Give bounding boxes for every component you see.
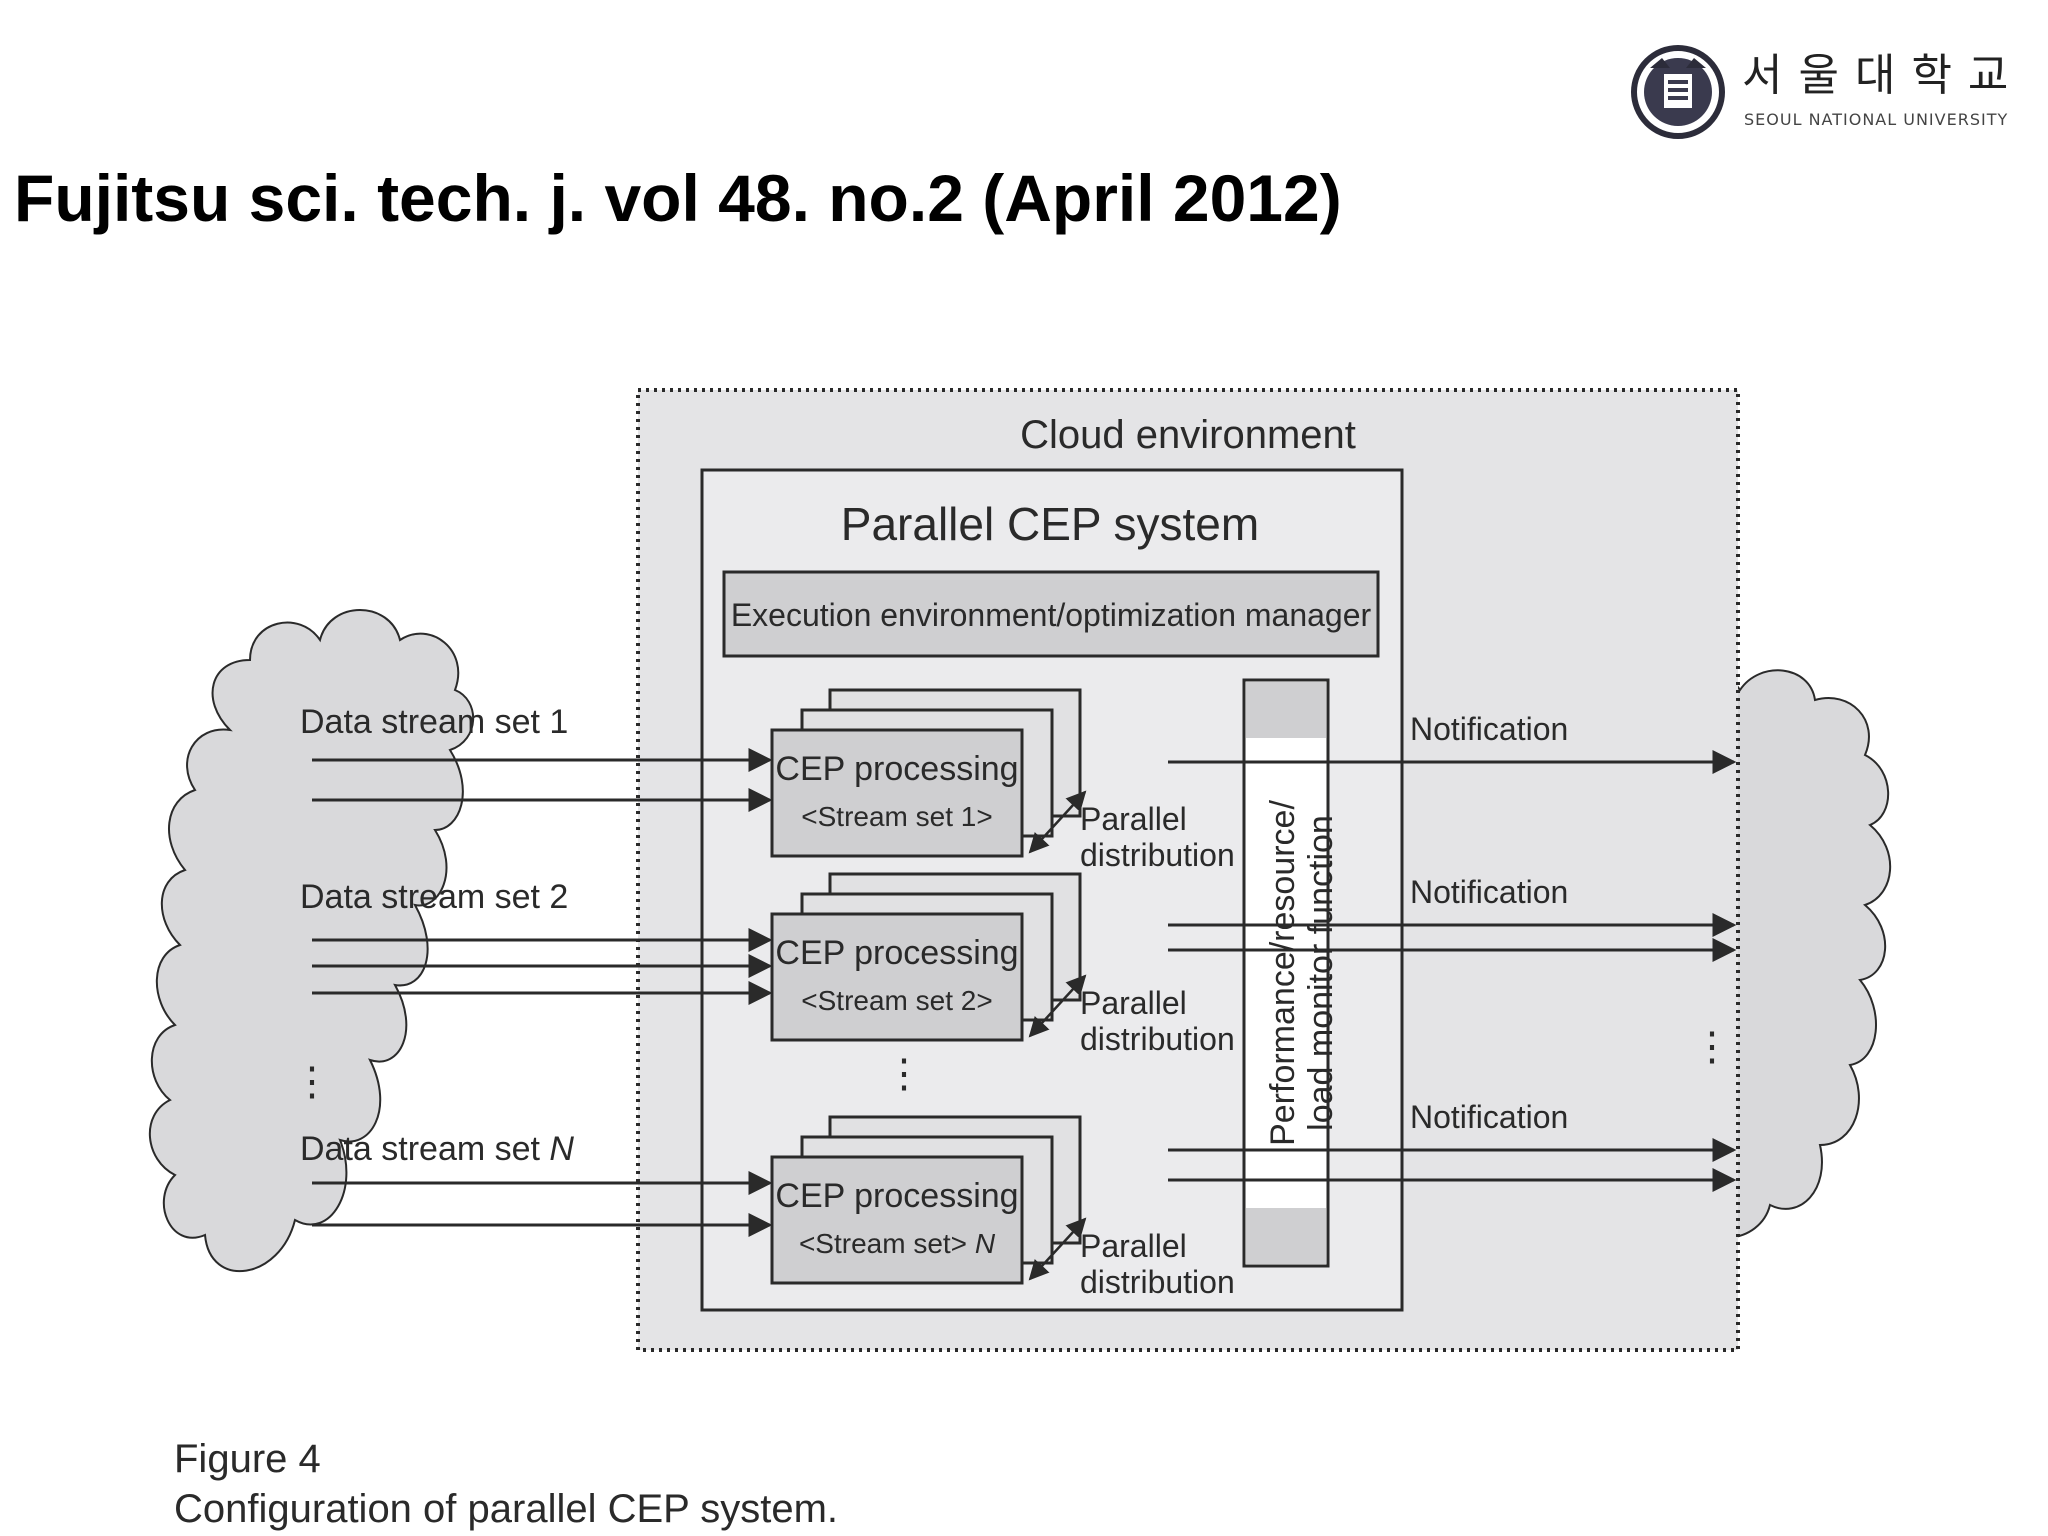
parallel-distribution-arrow — [1028, 974, 1087, 1038]
notification-label: Notification — [1410, 874, 1568, 910]
notification-label: Notification — [1410, 1099, 1568, 1135]
parallel-distribution-label: Parallel — [1080, 985, 1187, 1021]
left-cloud-ellipsis: ⋮ — [292, 1060, 332, 1104]
monitor-label-line2: load monitor function — [1302, 815, 1340, 1131]
stream-group-3: CEP processing <Stream set> N Data stream … — [300, 1099, 1737, 1300]
parallel-distribution-label: distribution — [1080, 1264, 1235, 1300]
execution-manager-label: Execution environment/optimization manag… — [731, 597, 1372, 633]
cep-processing-box — [770, 912, 1024, 1042]
monitor-function-label: Performance/resource/ load monitor funct… — [1264, 800, 1340, 1146]
parallel-distribution-label: distribution — [1080, 837, 1235, 873]
cep-processing-box — [770, 1155, 1024, 1285]
monitor-function-box — [1242, 678, 1330, 1268]
cep-processing-stream-set: <Stream set 1> — [801, 801, 992, 832]
right-cloud-ellipsis: ⋮ — [1692, 1025, 1732, 1069]
data-stream-label: Data stream set 2 — [300, 878, 568, 916]
parallel-distribution-label: Parallel — [1080, 1228, 1187, 1264]
slide-title: Fujitsu sci. tech. j. vol 48. no.2 (Apri… — [14, 161, 1342, 235]
middle-ellipsis: ⋮ — [884, 1052, 924, 1096]
parallel-cep-system-label: Parallel CEP system — [841, 498, 1259, 550]
cloud-environment-label: Cloud environment — [1020, 413, 1356, 457]
stream-group-1: CEP processing <Stream set 1> Data stream … — [300, 688, 1737, 873]
cep-processing-stream-set: <Stream set> N — [799, 1228, 996, 1259]
university-logo: 서울대학교 SEOUL NATIONAL UNIVERSITY — [1630, 44, 2030, 140]
left-data-cloud — [148, 609, 475, 1273]
parallel-distribution-arrow — [1028, 790, 1087, 854]
parallel-distribution-arrow — [1028, 1217, 1087, 1281]
stream-group-2: CEP processing <Stream set 2> Data stream … — [300, 872, 1737, 1057]
figure-caption: Figure 4 Configuration of parallel CEP s… — [174, 1434, 838, 1534]
monitor-function-top-band — [1246, 682, 1326, 738]
university-name-korean: 서울대학교 — [1742, 50, 2025, 101]
monitor-label-line1: Performance/resource/ — [1264, 800, 1302, 1146]
cep-processing-title: CEP processing — [775, 750, 1018, 788]
parallel-distribution-label: Parallel — [1080, 801, 1187, 837]
cep-processing-title: CEP processing — [775, 934, 1018, 972]
monitor-function-bottom-band — [1246, 1208, 1326, 1264]
parallel-distribution-label: distribution — [1080, 1021, 1235, 1057]
cep-processing-title: CEP processing — [775, 1177, 1018, 1215]
execution-manager-box — [722, 570, 1380, 658]
cep-processing-box — [770, 728, 1024, 858]
figure-number: Figure 4 — [174, 1437, 321, 1481]
cep-processing-stream-set: <Stream set 2> — [801, 985, 992, 1016]
university-name-english: SEOUL NATIONAL UNIVERSITY — [1744, 110, 2009, 129]
data-stream-label: Data stream set 1 — [300, 703, 568, 741]
university-emblem-icon — [1631, 45, 1725, 139]
notification-label: Notification — [1410, 711, 1568, 747]
data-stream-label: Data stream set N — [300, 1130, 574, 1168]
figure-title: Configuration of parallel CEP system. — [174, 1487, 839, 1531]
